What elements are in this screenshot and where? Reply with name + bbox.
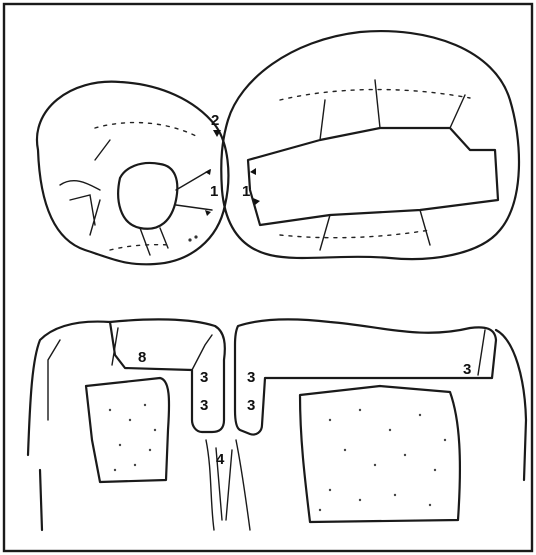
cross-section-view <box>28 319 526 530</box>
label-1-left: 1 <box>210 183 218 200</box>
occlusal-view-left-tooth <box>37 82 228 265</box>
label-3-mid-mid: 3 <box>247 397 255 414</box>
label-3-left-mid: 3 <box>200 397 208 414</box>
label-4: 4 <box>216 451 225 468</box>
label-1-right: 1 <box>242 183 250 200</box>
label-8: 8 <box>138 349 146 366</box>
label-3-right: 3 <box>463 361 471 378</box>
label-3-mid-top: 3 <box>247 369 255 386</box>
label-3-left-top: 3 <box>200 369 208 386</box>
label-2: 2 <box>211 112 219 129</box>
occlusal-view-right-tooth <box>221 31 519 259</box>
